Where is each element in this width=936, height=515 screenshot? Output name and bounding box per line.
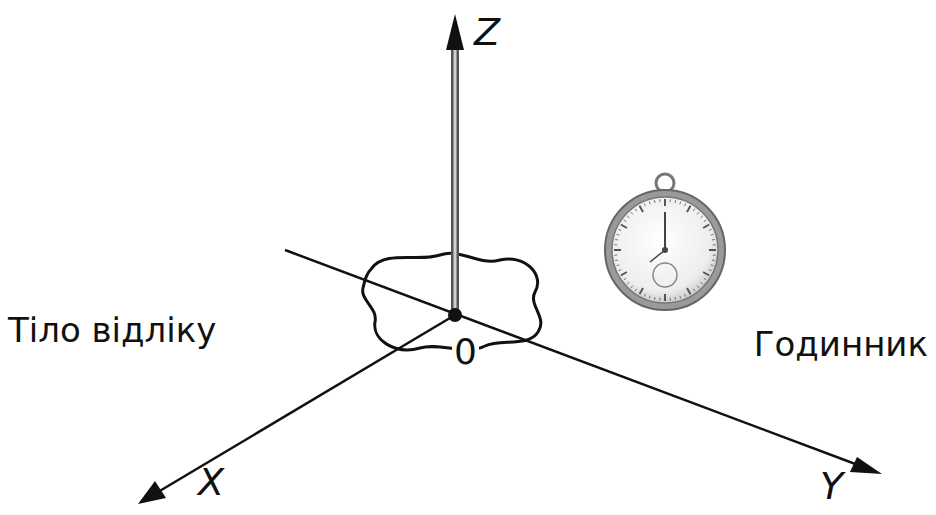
origin-dot [448, 308, 462, 322]
axis-label: X [198, 462, 224, 504]
z-arrowhead [446, 14, 464, 50]
tick-mark [679, 201, 681, 204]
z-axis [451, 45, 459, 315]
tick-mark [693, 289, 695, 291]
tick-mark [649, 296, 651, 299]
tick-mark [616, 264, 619, 266]
tick-mark [711, 264, 714, 266]
tick-mark [621, 225, 627, 229]
reference-body-label: Тіло відліку [8, 312, 216, 349]
tick-mark [670, 199, 671, 202]
tick-mark [654, 297, 656, 300]
tick-mark [627, 282, 629, 284]
tick-mark [618, 270, 621, 271]
tick-mark [687, 288, 691, 294]
tick-mark [659, 298, 660, 301]
y-arrowhead [850, 457, 882, 474]
tick-mark [644, 203, 645, 206]
tick-mark [713, 244, 716, 245]
tick-mark [624, 278, 626, 280]
tick-mark [614, 244, 617, 245]
tick-mark [679, 296, 681, 299]
tick-mark [674, 200, 676, 203]
tick-mark [616, 234, 619, 236]
tick-mark [618, 229, 621, 230]
tick-mark [687, 206, 691, 212]
tick-mark [685, 203, 686, 206]
tick-mark [640, 288, 644, 294]
tick-mark [709, 249, 716, 251]
clock-label: Годинник [754, 326, 928, 363]
tick-mark [615, 259, 618, 261]
axis-label: Y [820, 466, 843, 508]
tick-mark [704, 220, 706, 222]
tick-mark [693, 209, 695, 211]
tick-mark [709, 229, 712, 230]
tick-mark [627, 216, 629, 218]
tick-mark [614, 255, 617, 256]
tick-mark [631, 212, 633, 214]
tick-mark [670, 298, 671, 301]
tick-mark [711, 234, 714, 236]
axis-label: Z [474, 12, 500, 54]
tick-mark [659, 199, 660, 202]
tick-mark [640, 206, 644, 212]
tick-mark [701, 282, 703, 284]
tick-mark [614, 249, 621, 251]
tick-mark [635, 289, 637, 291]
tick-mark [697, 286, 699, 288]
tick-mark [644, 294, 645, 297]
tick-mark [697, 212, 699, 214]
tick-mark [703, 225, 709, 229]
tick-mark [664, 199, 666, 206]
tick-mark [701, 216, 703, 218]
origin-label: 0 [452, 332, 479, 372]
x-arrowhead [138, 481, 166, 504]
tick-mark [631, 286, 633, 288]
tick-mark [674, 297, 676, 300]
tick-mark [685, 294, 686, 297]
tick-mark [615, 239, 618, 241]
tick-mark [712, 259, 715, 261]
tick-mark [649, 201, 651, 204]
tick-mark [713, 255, 716, 256]
tick-mark [654, 200, 656, 203]
stopwatch-icon [605, 174, 725, 310]
tick-mark [712, 239, 715, 241]
tick-mark [704, 278, 706, 280]
tick-mark [635, 209, 637, 211]
tick-mark [624, 220, 626, 222]
tick-mark [703, 272, 709, 276]
tick-mark [621, 272, 627, 276]
z-axis-highlight [454, 48, 457, 312]
tick-mark [664, 294, 666, 301]
tick-mark [709, 270, 712, 271]
